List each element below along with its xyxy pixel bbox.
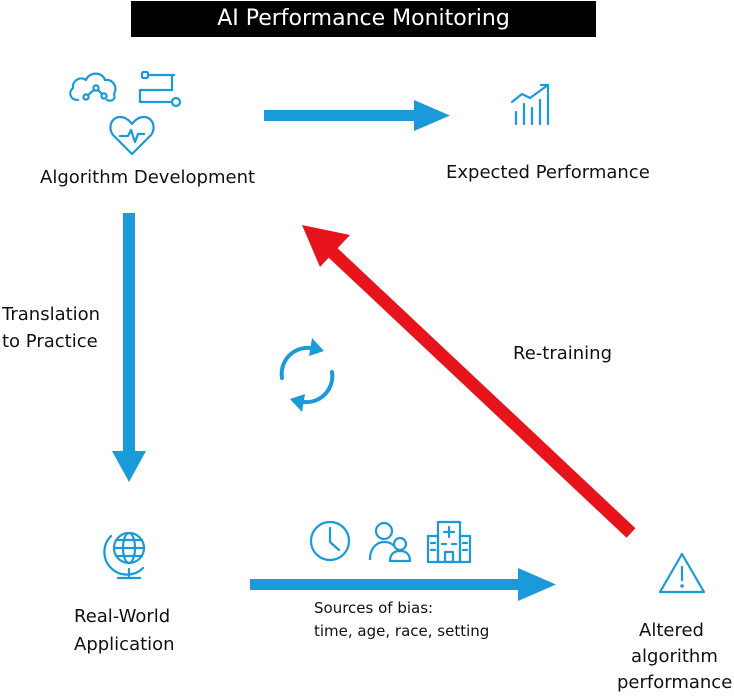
node-altered-line2: algorithm — [631, 646, 718, 667]
hospital-icon — [426, 520, 472, 564]
edge-label-retraining: Re-training — [513, 343, 612, 364]
arrow-retraining — [302, 225, 636, 538]
cycle-arrows-icon — [279, 338, 335, 412]
arrow-sources-of-bias — [250, 568, 556, 601]
arrow-dev-to-expected — [264, 100, 450, 131]
circuit-icon — [138, 70, 182, 108]
globe-icon — [103, 531, 146, 580]
clock-icon — [309, 520, 351, 562]
edge-label-translation-line1: Translation — [2, 304, 101, 325]
people-icon — [368, 521, 412, 563]
arrow-translation — [112, 213, 146, 482]
node-real-world-line1: Real-World — [74, 606, 171, 627]
diagram-title: AI Performance Monitoring — [131, 1, 596, 37]
warning-icon — [658, 552, 706, 594]
node-altered-line1: Altered — [639, 620, 704, 641]
bar-chart-trend-icon — [510, 83, 550, 126]
node-algorithm-development: Algorithm Development — [40, 167, 256, 188]
heart-pulse-icon — [109, 115, 155, 156]
node-altered-line3: performance — [617, 672, 733, 693]
node-expected-performance: Expected Performance — [446, 162, 650, 183]
edge-label-translation-line2: to Practice — [2, 331, 98, 352]
cloud-network-icon — [69, 72, 117, 102]
node-real-world-line2: Application — [74, 634, 175, 655]
edge-label-bias-line1: Sources of bias: — [314, 599, 434, 617]
edge-label-bias-line2: time, age, race, setting — [314, 622, 490, 640]
